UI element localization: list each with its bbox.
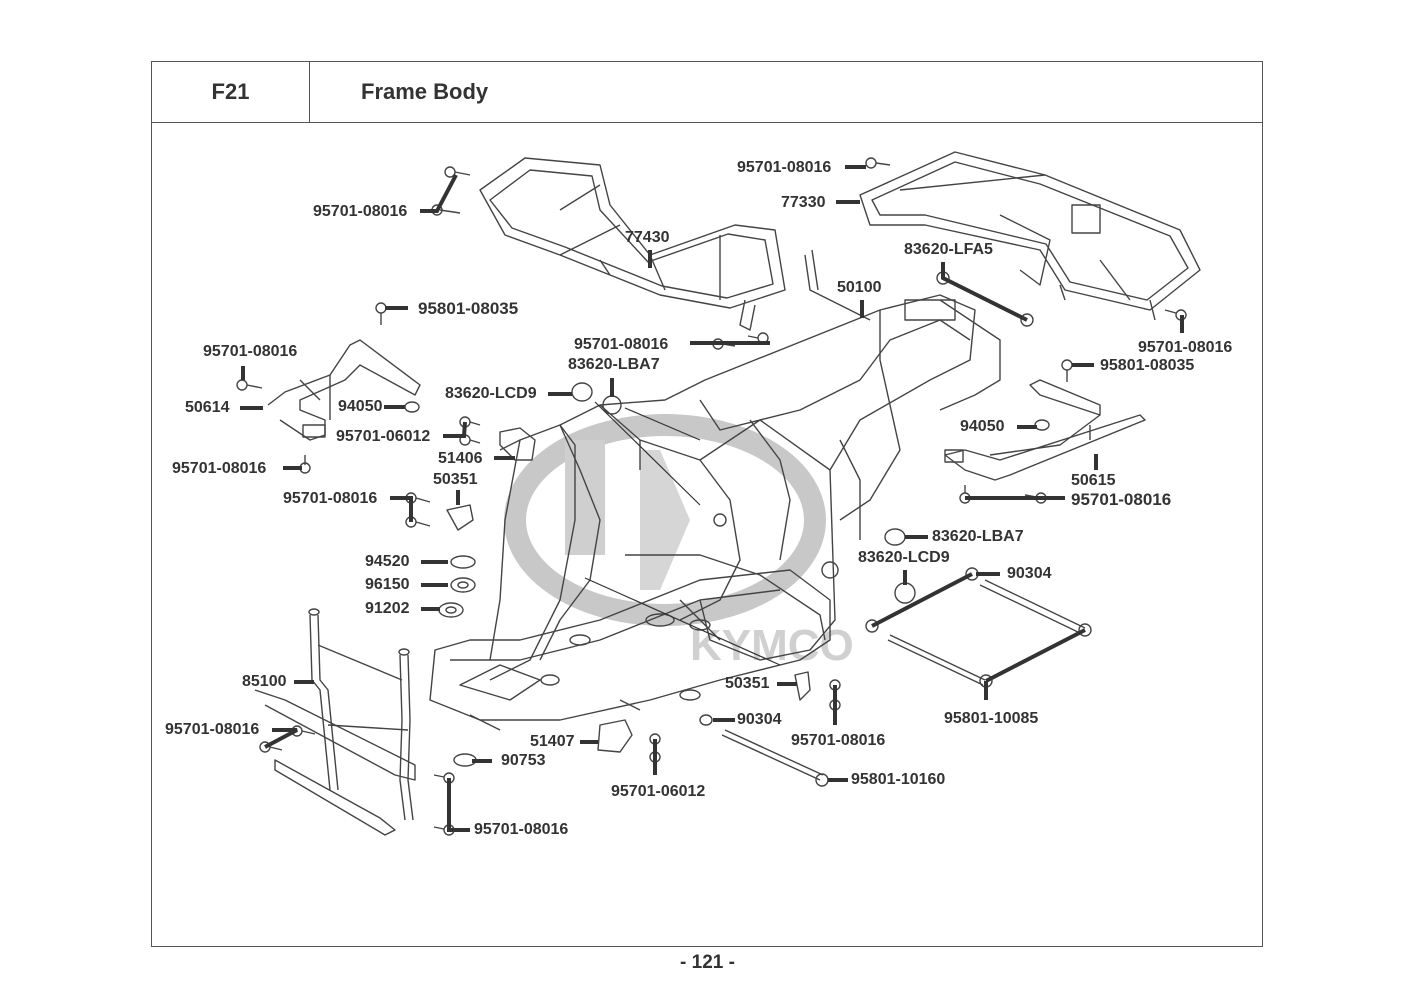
diagram-frame xyxy=(151,61,1263,947)
part-label: 94520 xyxy=(365,553,410,570)
watermark-logo xyxy=(504,414,826,626)
part-label: 91202 xyxy=(365,600,410,617)
part-label: 95701-08016 xyxy=(574,336,669,353)
part-label: 51406 xyxy=(438,450,483,467)
part-label: 95801-08035 xyxy=(418,299,519,318)
part-label: 96150 xyxy=(365,576,410,593)
part-label: 77330 xyxy=(781,194,826,211)
part-label: 95701-08016 xyxy=(283,490,378,507)
part-label: 95701-08016 xyxy=(313,203,408,220)
arrow-leaders xyxy=(584,401,781,666)
part-label: 95701-08016 xyxy=(474,821,569,838)
part-label: 90304 xyxy=(737,711,782,728)
part-label: 51407 xyxy=(530,733,575,750)
section-code: F21 xyxy=(211,79,250,104)
part-label: 95801-08035 xyxy=(1100,357,1195,374)
part-label: 50351 xyxy=(433,471,478,488)
part-label: 85100 xyxy=(242,673,287,690)
part-label: 95701-06012 xyxy=(336,428,431,445)
front-bumper-drawing xyxy=(254,608,416,836)
leader-lines xyxy=(240,165,1184,832)
part-label: 90304 xyxy=(1007,565,1052,582)
main-frame-drawing xyxy=(429,249,1001,731)
part-label: 83620-LBA7 xyxy=(568,356,660,373)
part-label: 83620-LCD9 xyxy=(858,549,950,566)
rear-carrier-drawing xyxy=(859,151,1201,321)
section-title: Frame Body xyxy=(361,79,489,104)
part-label: 95701-08016 xyxy=(172,460,267,477)
part-label: 95701-08016 xyxy=(1138,339,1233,356)
small-parts xyxy=(236,157,1187,836)
part-label: 95801-10085 xyxy=(944,710,1039,727)
part-label: 95701-08016 xyxy=(791,732,886,749)
part-label: 95801-10160 xyxy=(851,771,946,788)
part-label: 95701-08016 xyxy=(165,721,260,738)
part-label: 50100 xyxy=(837,279,882,296)
part-label: 77430 xyxy=(625,229,670,246)
part-label: 83620-LFA5 xyxy=(904,241,993,258)
left-footrest-drawing xyxy=(267,339,421,441)
part-label: 50615 xyxy=(1071,472,1116,489)
part-label: 95701-08016 xyxy=(203,343,298,360)
part-label: 90753 xyxy=(501,752,546,769)
right-footrest-drawing xyxy=(944,379,1146,481)
part-label: 94050 xyxy=(960,418,1005,435)
part-label: 94050 xyxy=(338,398,383,415)
part-label: 95701-08016 xyxy=(737,159,832,176)
part-label: 83620-LCD9 xyxy=(445,385,537,402)
part-label: 95701-06012 xyxy=(611,783,706,800)
header-code-cell xyxy=(151,61,310,123)
part-label: 50351 xyxy=(725,675,770,692)
part-label: 50614 xyxy=(185,399,230,416)
front-carrier-drawing xyxy=(479,157,786,331)
part-label: 83620-LBA7 xyxy=(932,528,1024,545)
page-number: - 121 - xyxy=(680,952,735,973)
part-label: 95701-08016 xyxy=(1071,490,1172,509)
header-divider xyxy=(151,122,1263,123)
watermark-text: KYMCO xyxy=(690,621,854,670)
